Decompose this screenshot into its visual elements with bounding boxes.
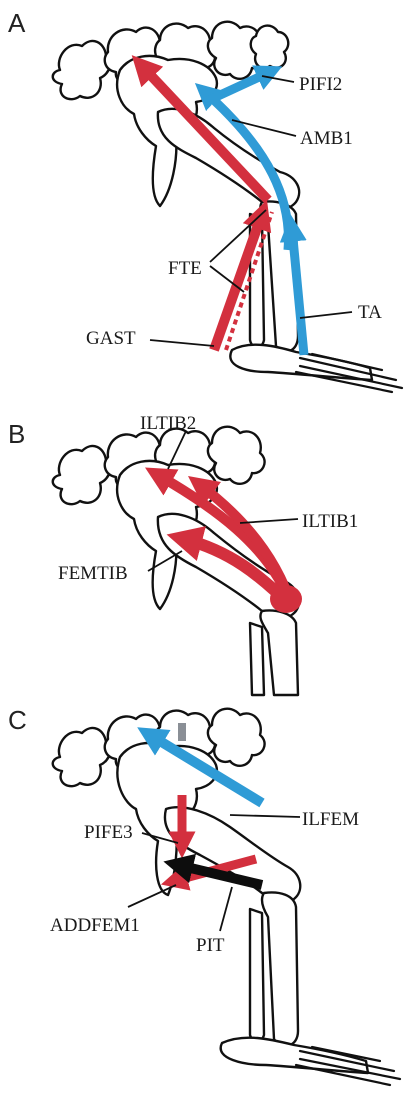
panel-c-figure: C PIFE3 ILFEM ADDFEM1 PIT (0, 695, 409, 1094)
label-pife3: PIFE3 (84, 822, 133, 843)
panel-a: A PIFI2 AMB1 FTE GAST TA (0, 0, 409, 395)
label-gast: GAST (86, 328, 136, 349)
fibula (250, 909, 264, 1041)
label-iltib1: ILTIB1 (302, 511, 358, 532)
label-addfem1: ADDFEM1 (50, 915, 140, 936)
muscle-insertion (270, 585, 302, 613)
tibia (260, 611, 298, 696)
panel-letter-b: B (8, 419, 25, 449)
panel-letter-a: A (8, 8, 26, 38)
label-femtib: FEMTIB (58, 563, 128, 584)
panel-letter-c: C (8, 705, 27, 735)
label-ilfem: ILFEM (302, 809, 359, 830)
tibia (262, 893, 298, 1046)
panel-b-figure: B ILTIB2 ILTIB1 FEMTIB (0, 395, 409, 695)
label-ta: TA (358, 302, 382, 323)
foot (221, 1038, 400, 1085)
fibula (250, 623, 264, 695)
panel-a-figure: A PIFI2 AMB1 FTE GAST TA (0, 0, 409, 395)
panel-c: C PIFE3 ILFEM ADDFEM1 PIT (0, 695, 409, 1094)
label-pit: PIT (196, 935, 225, 956)
label-iltib2: ILTIB2 (140, 413, 196, 434)
foot (230, 345, 402, 392)
label-pifi2: PIFI2 (299, 74, 342, 95)
panel-b: B ILTIB2 ILTIB1 FEMTIB (0, 395, 409, 695)
label-amb1: AMB1 (300, 128, 353, 149)
label-fte: FTE (168, 258, 202, 279)
